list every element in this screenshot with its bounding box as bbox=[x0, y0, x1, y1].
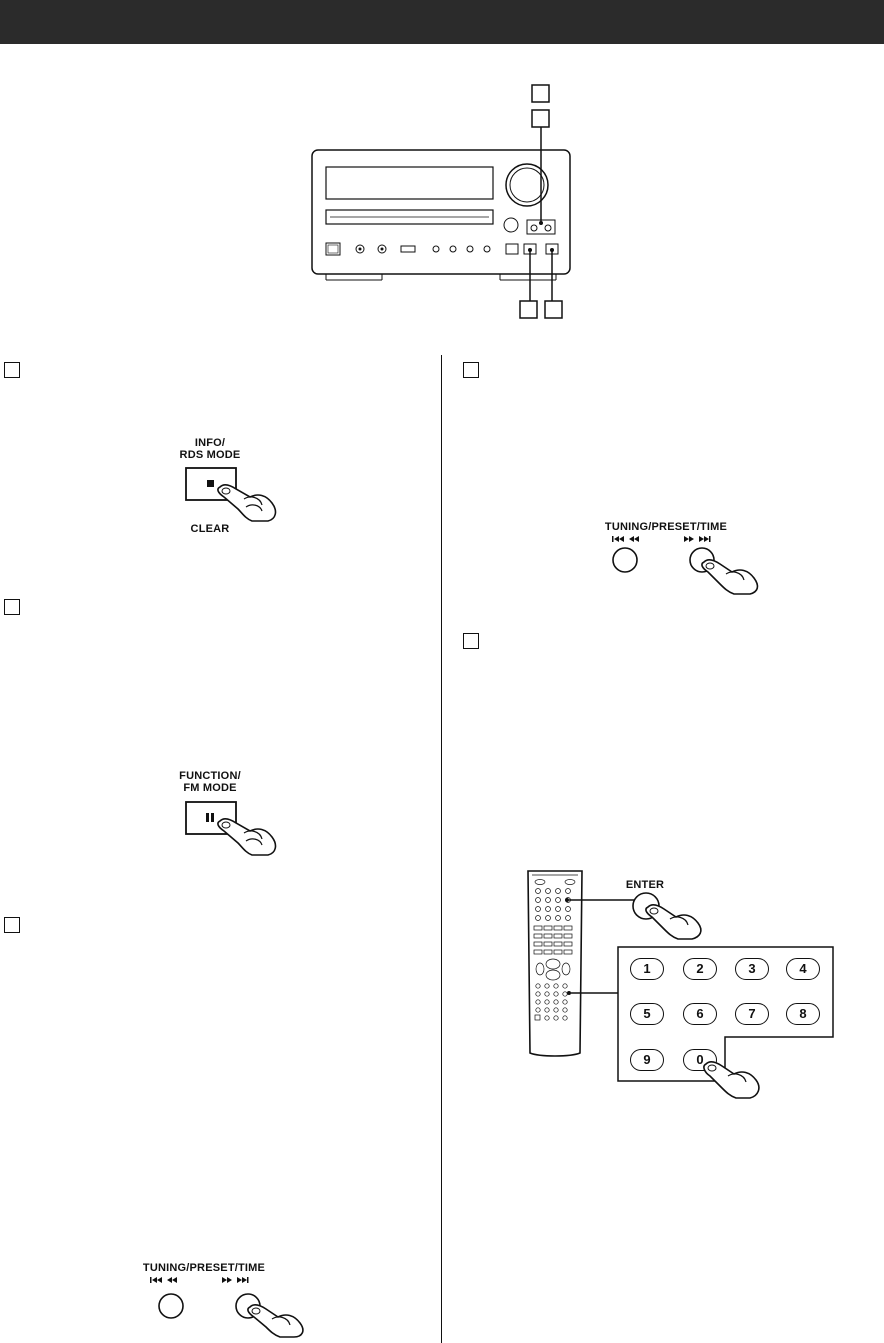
skip-back-icon bbox=[150, 1277, 177, 1283]
pointing-hand-icon bbox=[217, 484, 277, 522]
pointing-hand-icon bbox=[703, 1061, 760, 1099]
tuning-buttons-right[interactable] bbox=[600, 532, 780, 596]
function-pause-button[interactable] bbox=[180, 797, 300, 859]
keypad-key-4[interactable]: 4 bbox=[786, 958, 820, 980]
info-stop-button[interactable] bbox=[180, 463, 300, 525]
tuning-label-left: TUNING/PRESET/TIME bbox=[142, 1262, 266, 1274]
header-bar bbox=[0, 0, 884, 44]
skip-back-icon bbox=[612, 536, 639, 542]
stop-icon bbox=[207, 480, 214, 487]
step-box-tuning-left bbox=[4, 917, 20, 933]
numeric-keypad bbox=[617, 946, 834, 1082]
clear-label: CLEAR bbox=[190, 523, 230, 535]
tuning-label-right: TUNING/PRESET/TIME bbox=[604, 521, 728, 533]
pointing-hand-icon bbox=[217, 818, 277, 856]
skip-forward-icon bbox=[222, 1277, 249, 1283]
function-button-label: FUNCTION/ FM MODE bbox=[179, 770, 241, 794]
skip-forward-icon bbox=[684, 536, 711, 542]
pointing-hand-icon bbox=[645, 904, 702, 940]
keypad-key-5[interactable]: 5 bbox=[630, 1003, 664, 1025]
step-box-info bbox=[4, 362, 20, 378]
keypad-key-6[interactable]: 6 bbox=[683, 1003, 717, 1025]
pause-icon bbox=[206, 813, 214, 822]
enter-label: ENTER bbox=[625, 879, 665, 891]
stereo-unit-illustration bbox=[311, 84, 571, 319]
keypad-key-9[interactable]: 9 bbox=[630, 1049, 664, 1071]
step-box-function bbox=[4, 599, 20, 615]
pointing-hand-icon bbox=[701, 559, 759, 595]
step-box-tuning-right bbox=[463, 362, 479, 378]
keypad-key-2[interactable]: 2 bbox=[683, 958, 717, 980]
enter-button[interactable] bbox=[628, 885, 718, 945]
keypad-key-1[interactable]: 1 bbox=[630, 958, 664, 980]
info-button-label: INFO/ RDS MODE bbox=[179, 437, 241, 461]
pointing-hand-icon bbox=[247, 1304, 304, 1338]
keypad-key-3[interactable]: 3 bbox=[735, 958, 769, 980]
keypad-key-8[interactable]: 8 bbox=[786, 1003, 820, 1025]
step-box-numeric bbox=[463, 633, 479, 649]
tuning-buttons-left[interactable] bbox=[138, 1273, 318, 1339]
keypad-key-7[interactable]: 7 bbox=[735, 1003, 769, 1025]
remote-control bbox=[527, 870, 640, 1057]
column-divider bbox=[441, 355, 442, 1343]
